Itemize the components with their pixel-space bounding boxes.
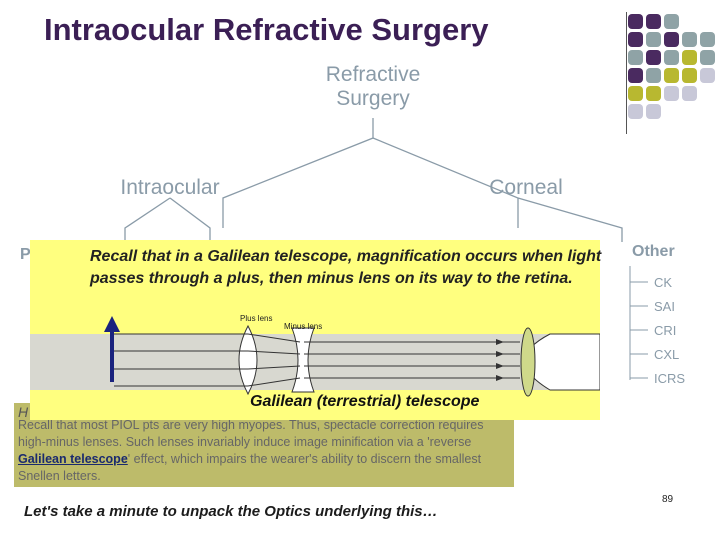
grid-square: [682, 32, 697, 47]
other-item-sai: SAI: [654, 299, 675, 314]
grid-divider-line: [626, 12, 627, 134]
grid-square: [700, 68, 715, 83]
connector-root-left: [222, 118, 374, 228]
slide-title: Intraocular Refractive Surgery: [44, 12, 489, 47]
piol-explanation-text: Recall that most PIOL pts are very high …: [18, 417, 510, 485]
grid-square: [628, 32, 643, 47]
grid-square: [646, 68, 661, 83]
other-item-cri: CRI: [654, 323, 677, 338]
grid-square: [664, 32, 679, 47]
ray-arrowhead: [496, 363, 504, 369]
grid-square: [700, 32, 715, 47]
footer-prompt: Let's take a minute to unpack the Optics…: [24, 503, 438, 520]
connector-left-left: [124, 197, 171, 242]
galilean-telescope-link[interactable]: Galilean telescope: [18, 452, 128, 466]
grid-square: [664, 14, 679, 29]
piol-explanation-heading: H: [18, 404, 29, 420]
grid-square: [682, 68, 697, 83]
ray-arrowhead: [496, 351, 504, 357]
minus-lens-label: Minus lens: [284, 322, 323, 331]
galilean-telescope-label: Galilean (terrestrial) telescope: [250, 393, 480, 410]
other-item-ck: CK: [654, 275, 673, 290]
grid-square: [646, 50, 661, 65]
grid-square: [664, 50, 679, 65]
grid-square: [664, 68, 679, 83]
object-arrow-head: [104, 316, 120, 332]
grid-square: [664, 86, 679, 101]
decorative-square-grid: [628, 14, 718, 134]
piol-text-end: ' effect, which impairs the wearer's abi…: [18, 452, 482, 483]
grid-square: [628, 50, 643, 65]
grid-square: [646, 104, 661, 119]
ray-converge-4: [247, 377, 301, 387]
grid-square: [682, 86, 697, 101]
popup-caption-line2: passes through a plus, then minus lens o…: [90, 270, 573, 287]
node-other: Other: [632, 243, 675, 260]
node-intraocular: Intraocular: [120, 176, 220, 199]
galilean-telescope-diagram: [30, 316, 600, 397]
node-corneal: Corneal: [489, 176, 563, 199]
grid-square: [628, 14, 643, 29]
diagram-backdrop: [30, 334, 600, 390]
connector-left-right: [169, 197, 211, 242]
node-refractive-surgery: Refractive Surgery: [300, 63, 446, 111]
node-refractive-surgery-label: Refractive Surgery: [325, 63, 421, 110]
grid-square: [646, 14, 661, 29]
grid-square: [682, 50, 697, 65]
eye-crystalline-lens: [520, 327, 536, 397]
plus-lens-label: Plus lens: [240, 314, 273, 323]
ray-converge-1: [247, 333, 301, 343]
ray-arrowhead: [496, 339, 504, 345]
other-item-icrs: ICRS: [654, 371, 686, 386]
popup-caption: Recall that in a Galilean telescope, mag…: [90, 246, 601, 290]
grid-square: [700, 50, 715, 65]
grid-square: [628, 68, 643, 83]
ray-converge-2: [247, 350, 301, 355]
popup-caption-line1: Recall that in a Galilean telescope, mag…: [90, 248, 602, 265]
other-item-cxl: CXL: [654, 347, 680, 362]
piol-text-start: Recall that most PIOL pts are very high …: [18, 418, 484, 449]
page-number: 89: [662, 494, 674, 505]
galilean-popup: Recall that in a Galilean telescope, mag…: [30, 240, 601, 420]
grid-square: [628, 86, 643, 101]
plus-lens-shape: [238, 324, 258, 396]
ray-converge-3: [247, 365, 301, 370]
grid-square: [646, 86, 661, 101]
grid-square: [628, 104, 643, 119]
ray-arrowhead: [496, 375, 504, 381]
connector-right-other: [517, 197, 623, 242]
grid-square: [646, 32, 661, 47]
